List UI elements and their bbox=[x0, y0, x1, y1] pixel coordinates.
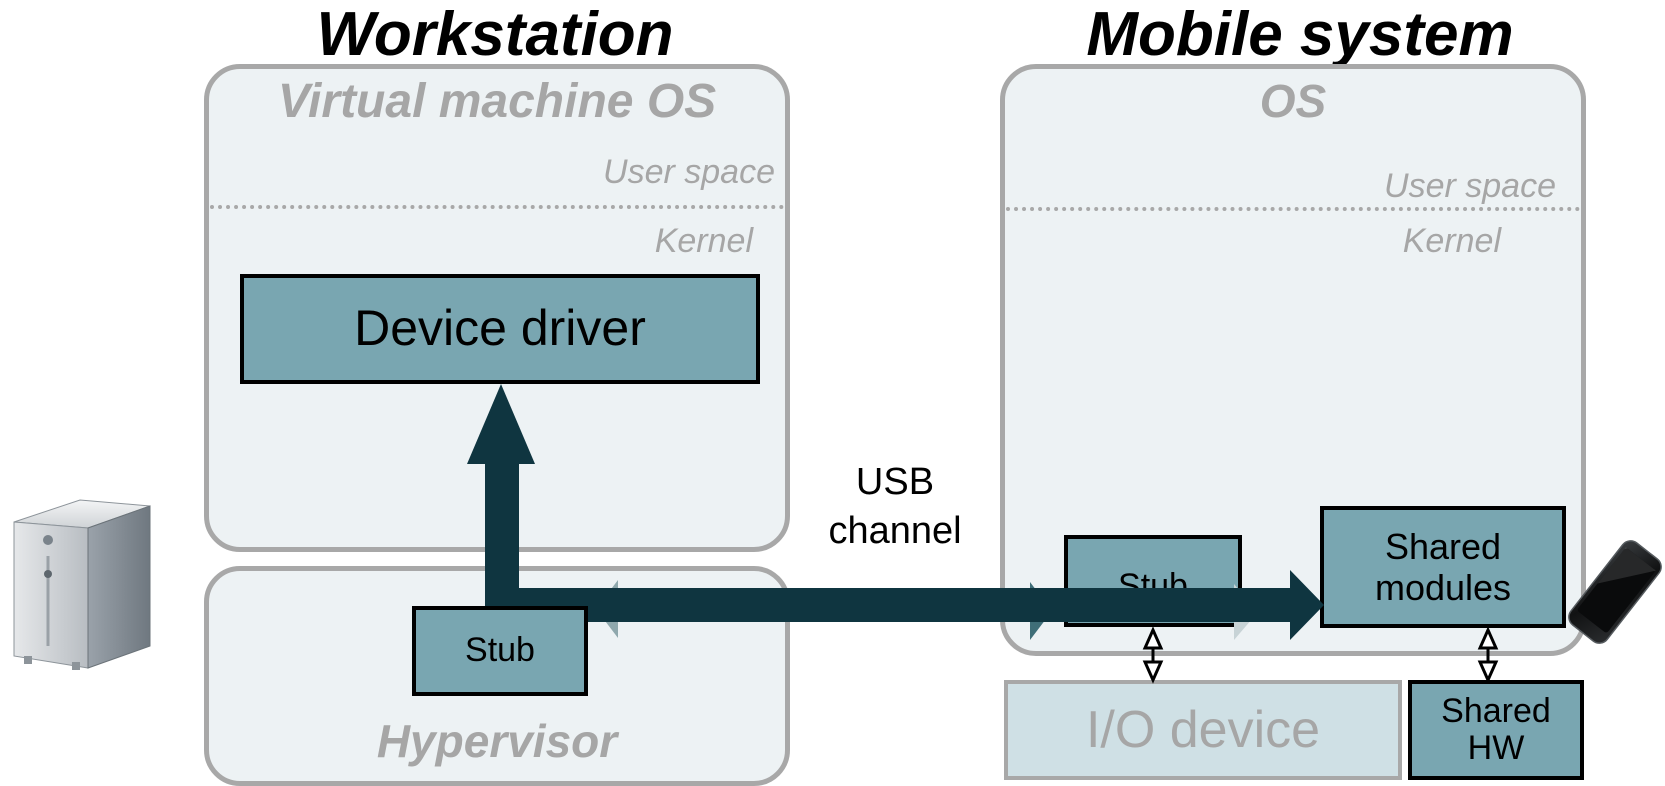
usb-channel-line2: channel bbox=[828, 510, 962, 553]
arrows-layer bbox=[467, 384, 1499, 684]
device-driver-box: Device driver bbox=[240, 274, 760, 384]
ws-user-space-label: User space bbox=[603, 153, 775, 191]
usb-channel-line1: USB bbox=[855, 461, 935, 503]
smartphone-icon bbox=[1568, 540, 1662, 644]
stub-io-arrowhead-down bbox=[1142, 660, 1164, 684]
server-tower-icon bbox=[13, 499, 151, 670]
vm-os-title: Virtual machine OS bbox=[277, 75, 717, 128]
usb-channel-label: USB channel bbox=[810, 458, 980, 557]
io-device-box: I/O device bbox=[1004, 680, 1402, 780]
ws-kernel-label: Kernel bbox=[654, 222, 753, 260]
mobile-kernel-label: Kernel bbox=[1402, 222, 1501, 260]
modules-hw-arrowhead-down bbox=[1477, 660, 1499, 684]
usb-arrowhead-up bbox=[467, 384, 535, 464]
mobile-user-space-label: User space bbox=[1384, 167, 1556, 205]
stub-io-arrowhead-up bbox=[1142, 626, 1164, 650]
usb-channel-arrow bbox=[467, 384, 1324, 640]
mobile-user-kernel-divider bbox=[1006, 207, 1580, 211]
usb-arrow-horizontal-shaft bbox=[485, 588, 1294, 622]
usb-arrowhead-right bbox=[1290, 570, 1324, 640]
stub-io-connector bbox=[1142, 626, 1164, 684]
hypervisor-title: Hypervisor bbox=[376, 715, 618, 767]
workstation-title: Workstation bbox=[316, 0, 674, 69]
mobile-system-title: Mobile system bbox=[1086, 0, 1514, 69]
ws-user-kernel-divider bbox=[210, 205, 784, 209]
hypervisor-stub-box: Stub bbox=[412, 606, 588, 696]
modules-hw-arrowhead-up bbox=[1477, 626, 1499, 650]
modules-hw-connector bbox=[1477, 626, 1499, 684]
mobile-os-title: OS bbox=[1259, 75, 1327, 127]
shared-modules-box: Shared modules bbox=[1320, 506, 1566, 628]
